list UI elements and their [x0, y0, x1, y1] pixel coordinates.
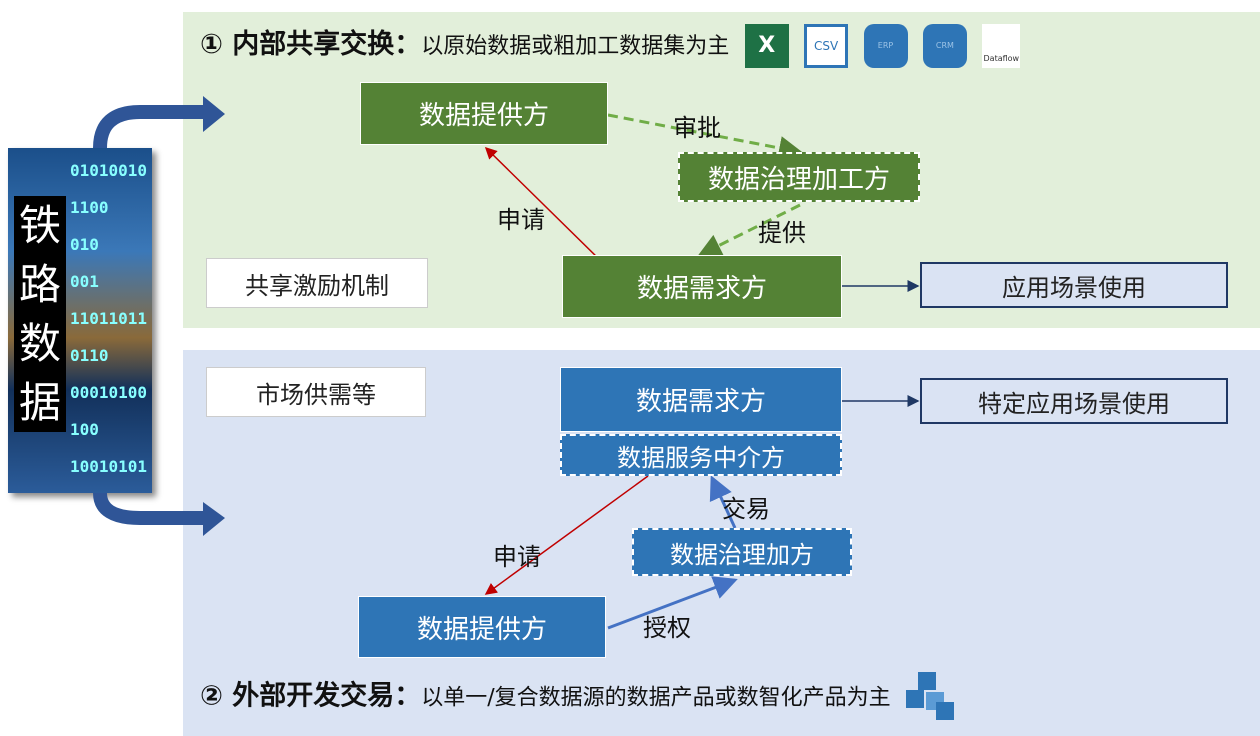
internal-governance-box: 数据治理加工方 — [678, 152, 920, 202]
external-subtitle: 以单一/复合数据源的数据产品或数智化产品为主 — [421, 685, 891, 711]
apply-arrow-top — [484, 146, 603, 263]
binary-pattern: 01010010 1100 010 001 11011011 0110 00010100 10… — [70, 152, 150, 485]
side-title: 铁路数据 — [14, 196, 66, 432]
binary-row: 10010101 — [70, 457, 148, 476]
external-demander-box: 数据需求方 — [560, 367, 842, 432]
internal-provider-box: 数据提供方 — [360, 82, 608, 145]
crm-database-icon: CRM — [922, 23, 967, 68]
arrow-head-top — [203, 96, 225, 132]
internal-title-text: ① 内部共享交换： — [200, 29, 422, 60]
supply-label: 提供 — [758, 219, 806, 247]
binary-row: 00010100 — [70, 383, 148, 402]
incentive-box: 共享激励机制 — [206, 258, 428, 308]
apply-arrow-bottom — [484, 475, 649, 595]
intermediary-box: 数据服务中介方 — [560, 434, 842, 476]
dataflow-icon: Dataflow — [982, 23, 1021, 68]
binary-row: 0110 — [70, 346, 109, 365]
side-title-char: 据 — [18, 378, 61, 427]
apply-label-bottom: 申请 — [493, 543, 541, 571]
binary-row: 001 — [70, 272, 99, 291]
binary-row: 11011011 — [70, 309, 148, 328]
internal-subtitle: 以原始数据或粗加工数据集为主 — [421, 34, 730, 59]
approve-arrow — [607, 113, 803, 160]
external-provider-box: 数据提供方 — [358, 596, 606, 658]
side-title-char: 路 — [18, 260, 61, 309]
excel-icon: X — [744, 23, 789, 68]
curved-arrow-bottom — [93, 492, 205, 525]
product-cubes-icon — [906, 672, 956, 722]
binary-row: 010 — [70, 235, 99, 254]
side-title-char: 数 — [18, 319, 61, 368]
curved-arrow-top — [93, 105, 205, 149]
internal-application-box: 应用场景使用 — [920, 262, 1228, 308]
apply-label-top: 申请 — [497, 206, 545, 234]
external-application-box: 特定应用场景使用 — [920, 378, 1228, 424]
trade-label: 交易 — [722, 495, 770, 523]
authorize-arrow — [607, 576, 738, 630]
market-box: 市场供需等 — [206, 367, 426, 417]
internal-title: ① 内部共享交换：以原始数据或粗加工数据集为主 X CSV ERP CRM Da… — [200, 22, 1021, 68]
arrow-head-bottom — [203, 502, 225, 536]
binary-row: 01010010 — [70, 161, 148, 180]
external-title-text: ② 外部开发交易： — [200, 680, 422, 712]
external-title: ② 外部开发交易：以单一/复合数据源的数据产品或数智化产品为主 — [200, 672, 956, 722]
binary-row: 100 — [70, 420, 99, 439]
approve-label: 审批 — [673, 114, 721, 142]
trade-arrow — [709, 475, 737, 529]
binary-row: 1100 — [70, 198, 109, 217]
csv-icon: CSV — [804, 23, 849, 68]
side-title-char: 铁 — [18, 201, 61, 250]
authorize-label: 授权 — [643, 614, 691, 642]
internal-demander-box: 数据需求方 — [562, 255, 842, 318]
supply-arrow — [697, 203, 801, 257]
external-governance-box: 数据治理加方 — [632, 528, 852, 576]
erp-database-icon: ERP — [863, 23, 908, 68]
